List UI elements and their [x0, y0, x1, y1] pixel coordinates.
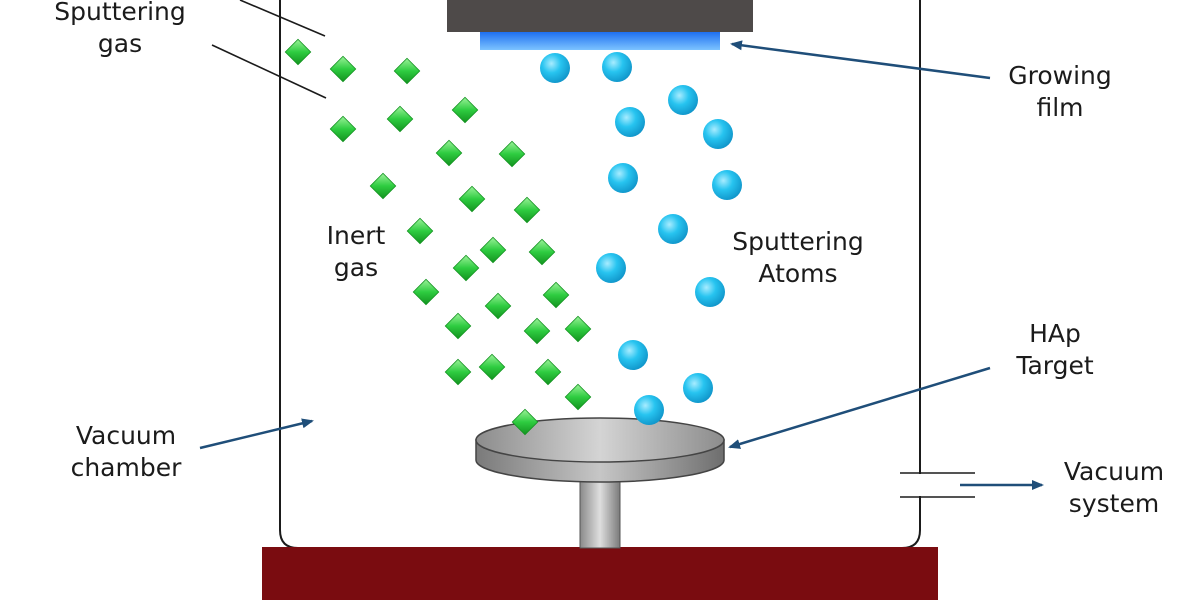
inert-gas-particle [498, 140, 526, 168]
inert-gas-particle [329, 115, 357, 143]
substrate-holder [447, 0, 753, 32]
sputtered-atom [712, 170, 742, 200]
inert-gas-particle [564, 383, 592, 411]
inert-gas-particle [393, 57, 421, 85]
sputtered-atom [695, 277, 725, 307]
inert-gas-particle [523, 317, 551, 345]
inert-gas-particle [444, 358, 472, 386]
inert-gas-particle [435, 139, 463, 167]
gas-inlet-line [211, 44, 327, 99]
inert-gas-particle [284, 38, 312, 66]
sputtered-atom [618, 340, 648, 370]
inert-gas-particle [542, 281, 570, 309]
inert-gas-particle [511, 408, 539, 436]
inert-gas-particle [528, 238, 556, 266]
growing-film-arrow [730, 40, 991, 80]
inert-gas-particle [329, 55, 357, 83]
inert-gas-particle [369, 172, 397, 200]
inert-gas-particle [451, 96, 479, 124]
gas-inlet-line [239, 0, 326, 37]
vacuum-chamber-arrow [199, 418, 314, 450]
growing-film [480, 32, 720, 50]
sputtered-atom [608, 163, 638, 193]
target-disk-top [475, 417, 725, 463]
sputtered-atom [658, 214, 688, 244]
sputtered-atom [602, 52, 632, 82]
inert-gas-particle [513, 196, 541, 224]
target-stem [579, 469, 621, 549]
sputtered-atom [668, 85, 698, 115]
inert-gas-particle [534, 358, 562, 386]
inert-gas-particle [386, 105, 414, 133]
sputtered-atom [683, 373, 713, 403]
hap-target-arrow [728, 366, 991, 449]
inert-gas-particle [412, 278, 440, 306]
inert-gas-particle [484, 292, 512, 320]
inert-gas-particle [564, 315, 592, 343]
inert-gas-particle [406, 217, 434, 245]
sputtered-atom [596, 253, 626, 283]
inert-gas-particle [444, 312, 472, 340]
sputtered-atom [615, 107, 645, 137]
inert-gas-particle [479, 236, 507, 264]
sputtered-atom [540, 53, 570, 83]
inert-gas-particle [452, 254, 480, 282]
sputtered-atoms [540, 52, 742, 425]
sputtered-atom [703, 119, 733, 149]
inert-gas-particles [284, 38, 592, 436]
chamber-base [262, 547, 938, 600]
sputtered-atom [634, 395, 664, 425]
inert-gas-particle [478, 353, 506, 381]
vacuum-port-gap [914, 474, 928, 496]
inert-gas-particle [458, 185, 486, 213]
